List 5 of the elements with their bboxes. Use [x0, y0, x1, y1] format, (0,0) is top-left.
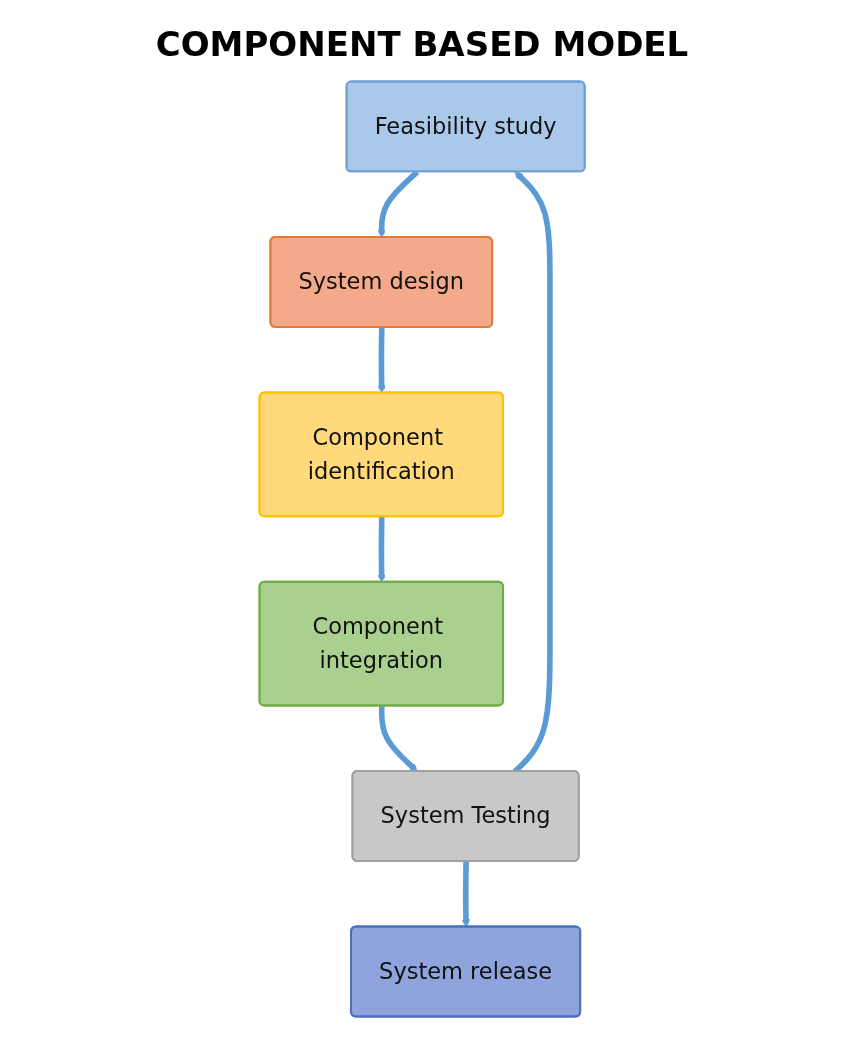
arrow	[378, 705, 418, 772]
arrow	[461, 861, 470, 928]
diagram-title: COMPONENT BASED MODEL	[154, 24, 690, 64]
arrow	[377, 327, 386, 394]
arrow	[377, 516, 386, 583]
